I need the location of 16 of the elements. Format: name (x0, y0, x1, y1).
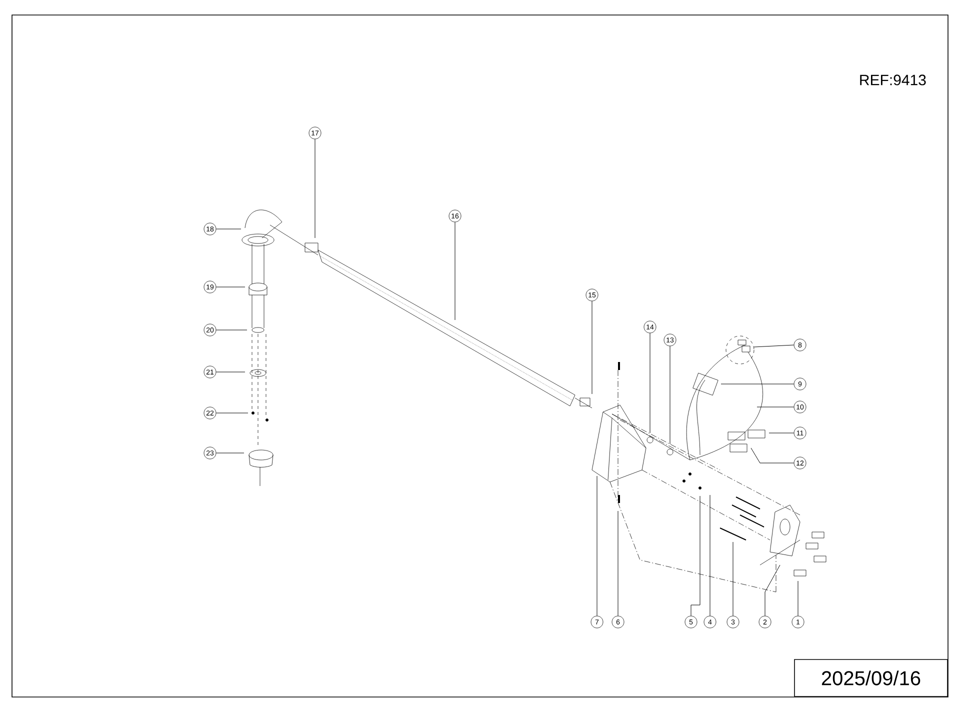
date-box: 2025/09/16 (794, 659, 948, 697)
leader-line (750, 448, 794, 464)
leader-line (596, 476, 598, 616)
leader-line (732, 542, 734, 616)
leader-line (768, 432, 794, 434)
leader-line (216, 412, 248, 414)
leader-line (690, 496, 700, 616)
reference-code: REF:9413 (860, 74, 926, 86)
leader-line (216, 286, 246, 288)
leader-line (314, 138, 316, 238)
leader-line (216, 228, 242, 230)
leader-line (756, 406, 794, 408)
leader-line (754, 344, 794, 348)
leader-line (454, 222, 456, 320)
leader-line (764, 564, 780, 616)
leader-line (216, 452, 244, 454)
